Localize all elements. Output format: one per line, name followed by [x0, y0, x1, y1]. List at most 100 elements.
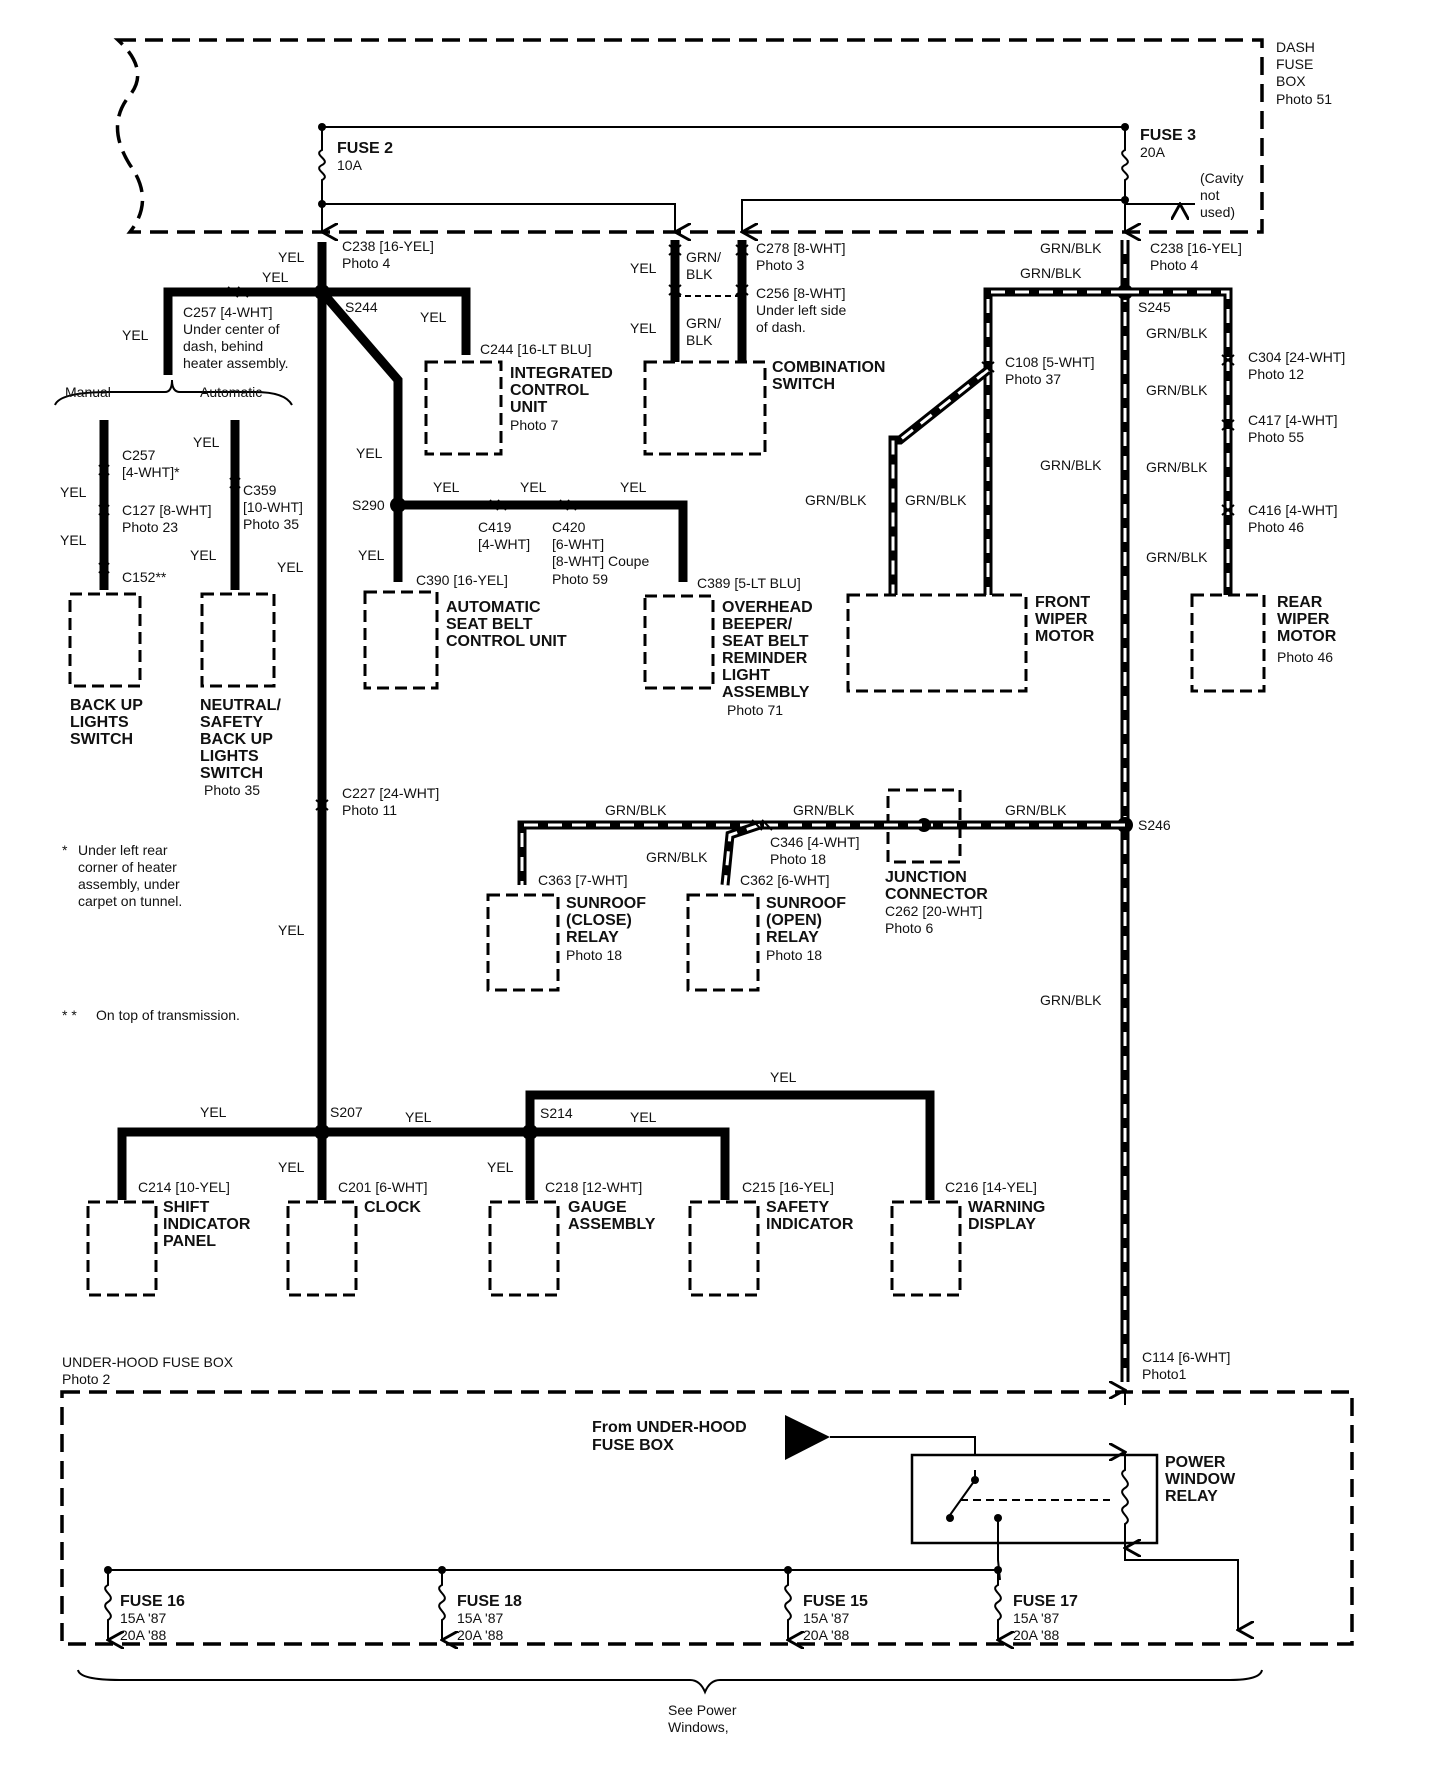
svg-text:REAR WIPER MOTOR: REAR WIPER MOTOR [1277, 594, 1337, 645]
svg-text:GAUGE ASSEMBLY: GAUGE ASSEMBLY [568, 1199, 656, 1233]
cavity-note: used) [1200, 204, 1235, 220]
wire-grn-label: GRN/ [686, 249, 721, 265]
fuse-16-rating: 20A '88 [120, 1627, 166, 1643]
svg-text:FRONT WIPER MOTOR: FRONT WIPER MOTOR [1035, 594, 1095, 645]
dash-fuse-box-photo: Photo 51 [1276, 91, 1332, 107]
c227-label: C227 [24-WHT] [342, 785, 439, 801]
svg-text:See Power Windows,: See Power Windows, [668, 1702, 740, 1735]
c419-label: [4-WHT] [478, 536, 530, 552]
manual-label: Manual [65, 384, 111, 400]
fuse-2-label: FUSE 2 [337, 140, 393, 157]
wire-grn-blk-label: GRN/BLK [1146, 459, 1208, 475]
beeper-label: OVERHEAD [722, 599, 813, 616]
wire-grn-blk-label: GRN/BLK [805, 492, 867, 508]
fuse-16-label: FUSE 16 [120, 1593, 185, 1610]
combination-switch-label: COMBINATION [772, 359, 885, 376]
icu-label: INTEGRATED [510, 365, 613, 382]
neutral-switch-label: NEUTRAL/ [200, 697, 281, 714]
c256-note: of dash. [756, 319, 806, 335]
wire-yel-label: YEL [60, 484, 87, 500]
svg-text:OVERHEAD BEEPER/ SEAT: OVERHEAD BEEPER/ SEAT BELT REMINDER LIGH… [722, 599, 817, 701]
wire-blk-label: BLK [686, 266, 713, 282]
c420-label: [6-WHT] [552, 536, 604, 552]
svg-text:WARNING DISPLAY: WARNING DISPLAY [968, 1199, 1050, 1233]
underhood-title: UNDER-HOOD FUSE BOX [62, 1354, 234, 1370]
front-wiper-motor-box [846, 593, 1028, 693]
cavity-note: (Cavity [1200, 170, 1244, 186]
see-power-windows: See Power [668, 1702, 737, 1718]
wire-yel-label: YEL [190, 547, 217, 563]
c257b-label: [4-WHT]* [122, 464, 180, 480]
c359-photo: Photo 35 [243, 516, 299, 532]
c215-label: C215 [16-YEL] [742, 1179, 834, 1195]
gauge-label: GAUGE [568, 1199, 627, 1216]
wire-yel-label: YEL [278, 1159, 305, 1175]
fuse-16-symbol [104, 1570, 111, 1640]
svg-text:NEUTRAL/ SAFETY BACK U: NEUTRAL/ SAFETY BACK UP LIGHTS SWITCH [200, 697, 285, 782]
svg-text:* * On top of transmission: * * On top of transmission. [62, 1007, 240, 1023]
neutral-switch-label: BACK UP [200, 731, 273, 748]
note-star: corner of heater [78, 859, 177, 875]
beeper-label: SEAT BELT [722, 633, 809, 650]
svg-text:POWER WINDOW RELAY: POWER WINDOW RELAY [1165, 1454, 1240, 1505]
svg-text:SUNROOF (OPEN) RELAY: SUNROOF (OPEN) RELAY [766, 895, 850, 946]
svg-text:C420 [6-WHT] [8-WHT] C: C420 [6-WHT] [8-WHT] Coupe Photo 59 [552, 519, 653, 587]
svg-text:* Under left rear corn: * Under left rear corner of heater assem… [62, 842, 184, 909]
transmission-brace [54, 379, 293, 406]
c244-label: C244 [16-LT BLU] [480, 341, 592, 357]
c420-photo: Photo 59 [552, 571, 608, 587]
svg-text:SHIFT INDICATOR PANEL: SHIFT INDICATOR PANEL [163, 1199, 255, 1250]
c238-right-label: C238 [16-YEL] [1150, 240, 1242, 256]
safety-indicator-label: INDICATOR [766, 1216, 854, 1233]
c257b-label: C257 [122, 447, 156, 463]
svg-text:BACK UP LIGHTS SWITCH: BACK UP LIGHTS SWITCH [70, 697, 147, 748]
svg-text:C359 [10-WHT] Photo 35: C359 [10-WHT] Photo 35 [243, 482, 307, 532]
backup-switch-label: LIGHTS [70, 714, 129, 731]
backup-switch-label: SWITCH [70, 731, 133, 748]
c238-right-photo: Photo 4 [1150, 257, 1198, 273]
wire-grn-blk-label: GRN/BLK [1146, 549, 1208, 565]
c216-label: C216 [14-YEL] [945, 1179, 1037, 1195]
backup-switch-label: BACK UP [70, 697, 143, 714]
junction-connector-label: CONNECTOR [885, 886, 988, 903]
wire-yel-label: YEL [630, 320, 657, 336]
shift-panel-label: PANEL [163, 1233, 216, 1250]
fuse-17-label: FUSE 17 [1013, 1593, 1078, 1610]
underhood-photo: Photo 2 [62, 1371, 110, 1387]
svg-text:FUSE 15 15A '87 20A '8: FUSE 15 15A '87 20A '88 [803, 1593, 872, 1643]
svg-text:From UNDER-HOOD FUSE BOX: From UNDER-HOOD FUSE BOX [592, 1419, 751, 1454]
wire-yel-label: YEL [487, 1159, 514, 1175]
c304-label: C304 [24-WHT] [1248, 349, 1345, 365]
sunroof-close-label: RELAY [566, 929, 619, 946]
wire-grn-blk-label: GRN/BLK [1146, 325, 1208, 341]
wire-grn-blk-label: GRN/BLK [1020, 265, 1082, 281]
power-window-relay-box [910, 1453, 1159, 1545]
note-star: Under left rear [78, 842, 168, 858]
sunroof-open-label: (OPEN) [766, 912, 822, 929]
wire-yel-label: YEL [620, 479, 647, 495]
wire-grn-blk-label: GRN/BLK [646, 849, 708, 865]
c127-photo: Photo 23 [122, 519, 178, 535]
pw-relay-label: WINDOW [1165, 1471, 1236, 1488]
fuse-16-rating: 15A '87 [120, 1610, 166, 1626]
c238-left-photo: Photo 4 [342, 255, 390, 271]
splice-s246: S246 [1138, 817, 1171, 833]
c152-label: C152** [122, 569, 167, 585]
automatic-label: Automatic [200, 384, 262, 400]
note-double-star-mark: * * [62, 1007, 77, 1023]
c238-left-label: C238 [16-YEL] [342, 238, 434, 254]
fuse-15-rating: 20A '88 [803, 1627, 849, 1643]
underhood-source-arrow [785, 1415, 830, 1460]
overhead-beeper-box [643, 594, 715, 690]
c227-photo: Photo 11 [342, 802, 397, 818]
dash-fuse-box-outline [113, 38, 1264, 234]
warning-display-box [890, 1200, 962, 1297]
c304-photo: Photo 12 [1248, 366, 1304, 382]
c363-label: C363 [7-WHT] [538, 872, 627, 888]
wire-grn-blk-label: GRN/BLK [1040, 240, 1102, 256]
svg-text:C419 [4-WHT]: C419 [4-WHT] [478, 519, 530, 552]
pw-relay-label: RELAY [1165, 1488, 1218, 1505]
neutral-switch-label: SWITCH [200, 765, 263, 782]
wire-yel-label: YEL [420, 309, 447, 325]
